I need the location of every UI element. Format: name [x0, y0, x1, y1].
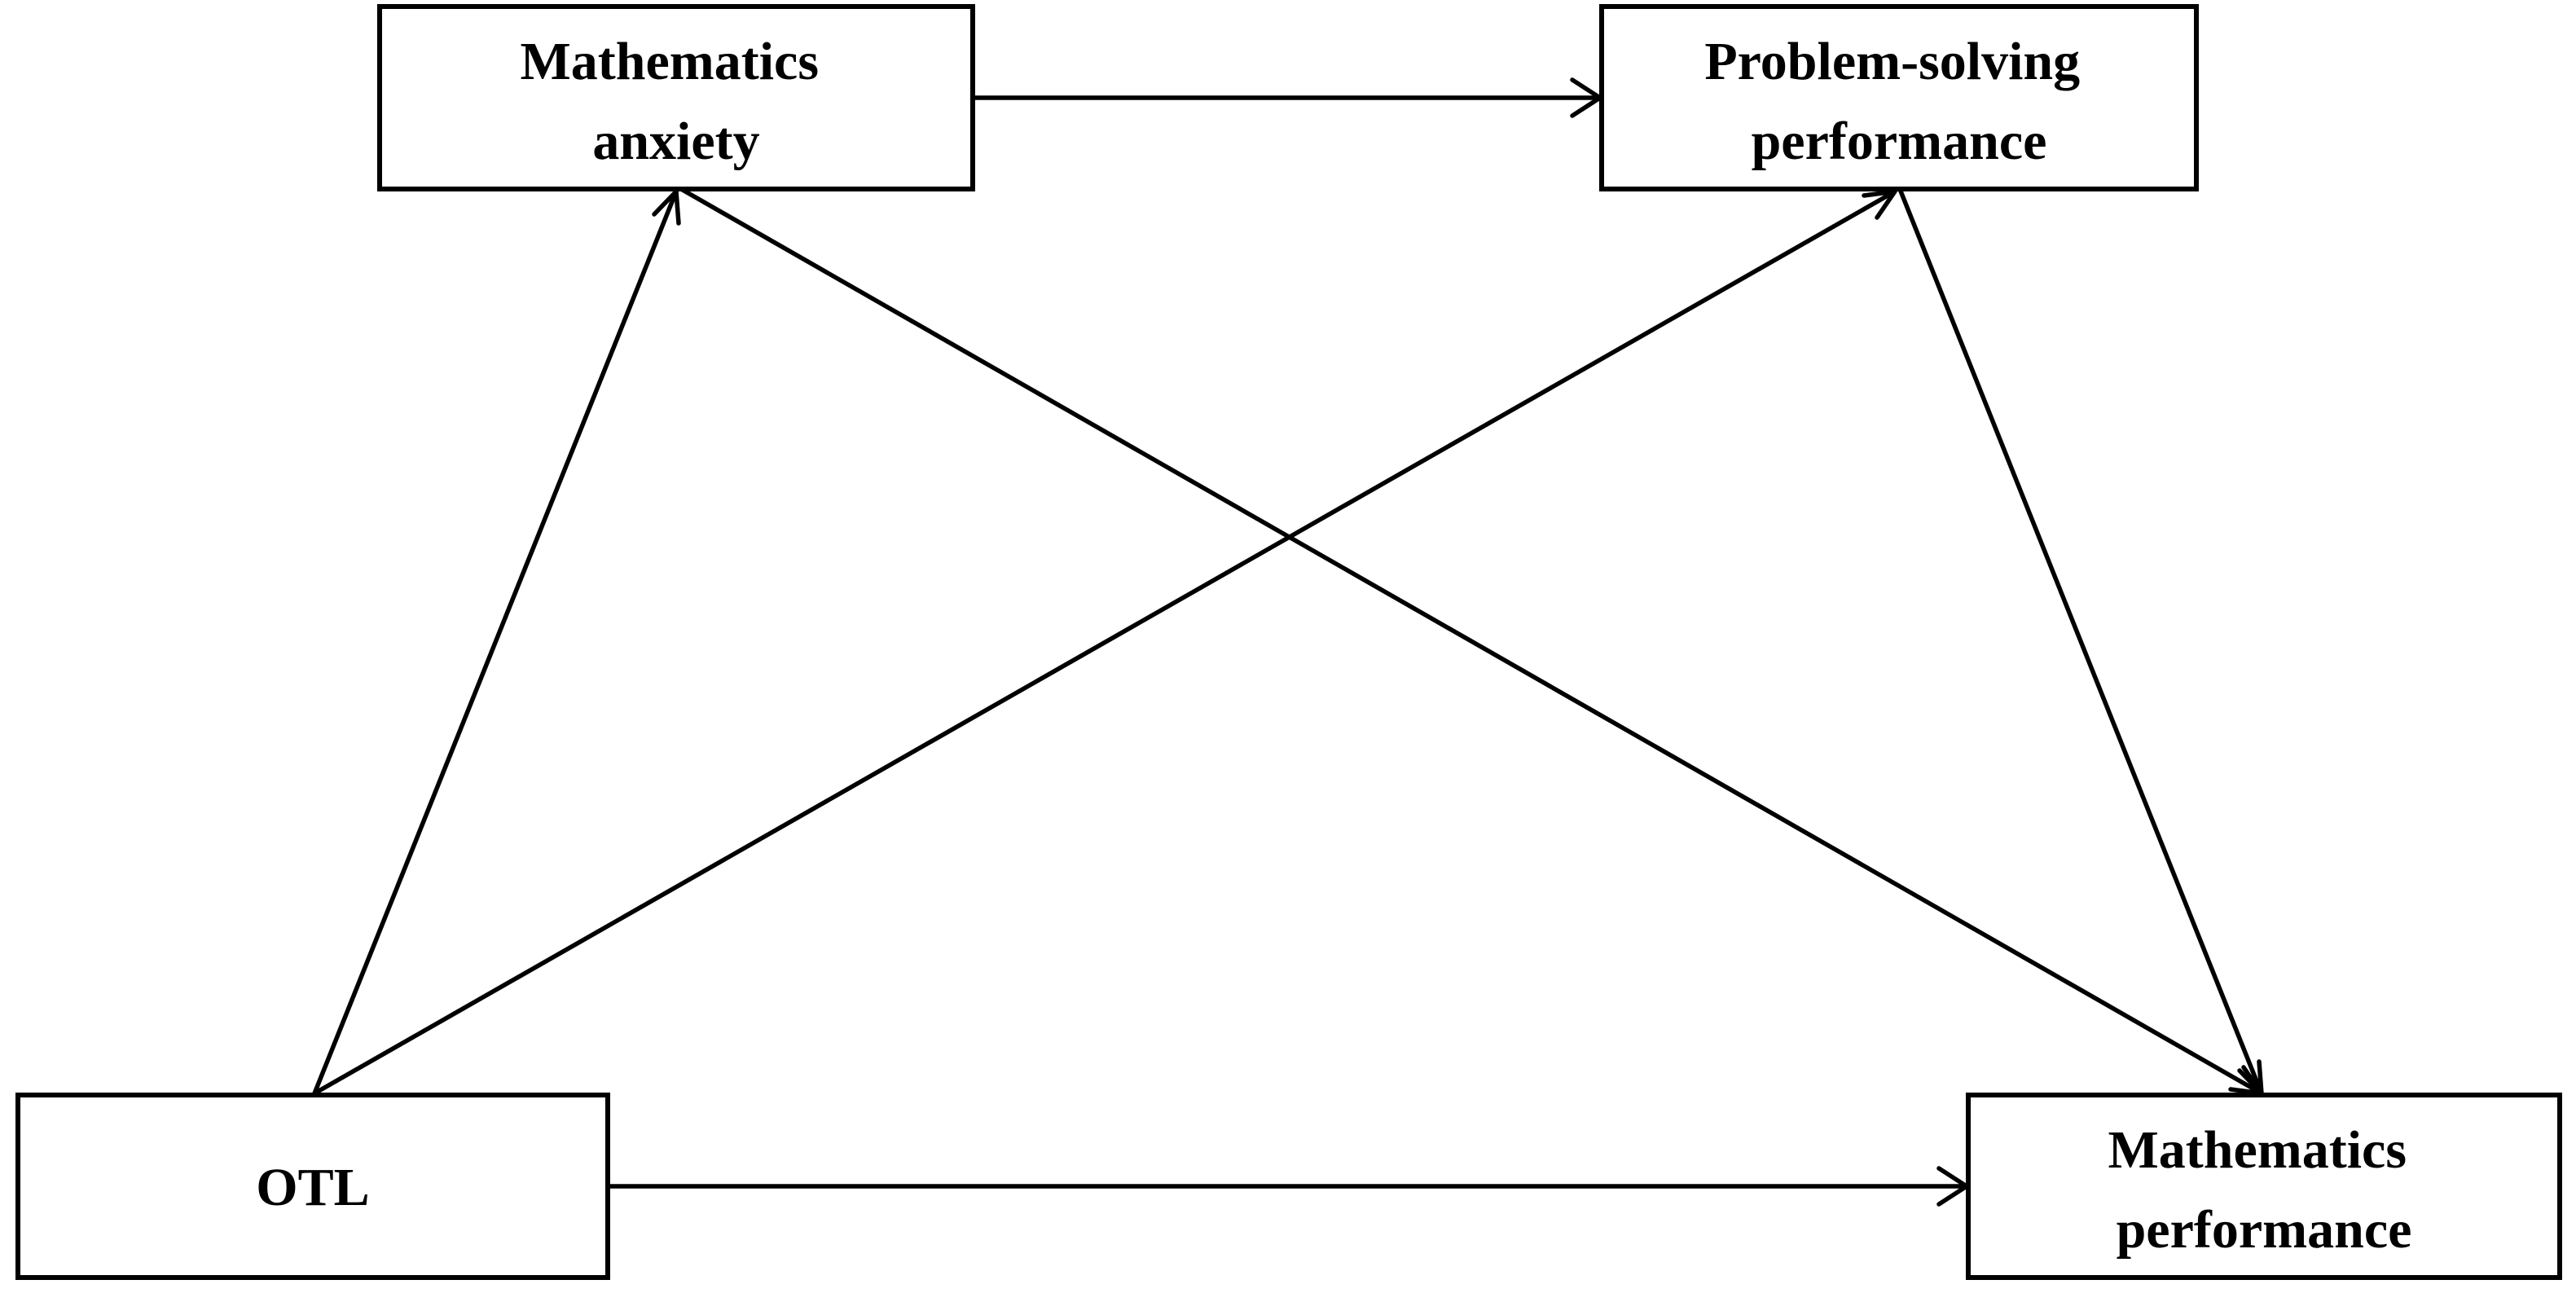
node-label-line: OTL	[256, 1158, 369, 1217]
svg-text:OTL: OTL	[256, 1158, 369, 1217]
svg-text:Mathematics anxiety: Mathematics anxiety	[520, 32, 832, 171]
node-mathematics-performance: Mathematics performance	[1966, 1093, 2562, 1280]
node-label-line: Mathematics	[520, 32, 819, 91]
svg-text:Problem-solving performa: Problem-solving performance	[1704, 32, 2093, 171]
node-label-line: performance	[2117, 1200, 2412, 1260]
edge-anxiety-to-problem-solving	[974, 77, 1602, 118]
edge-otl-to-anxiety	[312, 189, 681, 1095]
node-problem-solving-performance: Problem-solving performance	[1599, 4, 2199, 191]
edge-problem-solving-to-math-performance	[1897, 187, 2264, 1096]
edge-anxiety-to-math-performance	[679, 187, 2264, 1096]
node-label-line: anxiety	[592, 112, 759, 171]
svg-text:Mathematics performance: Mathematics performance	[2108, 1120, 2420, 1260]
node-mathematics-anxiety: Mathematics anxiety	[377, 4, 975, 191]
node-otl: OTL	[15, 1093, 610, 1280]
node-label-line: Mathematics	[2108, 1120, 2407, 1180]
edge-otl-to-problem-solving	[313, 189, 1897, 1096]
edges	[312, 77, 2264, 1207]
edge-otl-to-math-performance	[609, 1166, 1969, 1207]
node-label-line: performance	[1752, 112, 2047, 171]
node-label-line: Problem-solving	[1704, 32, 2080, 91]
